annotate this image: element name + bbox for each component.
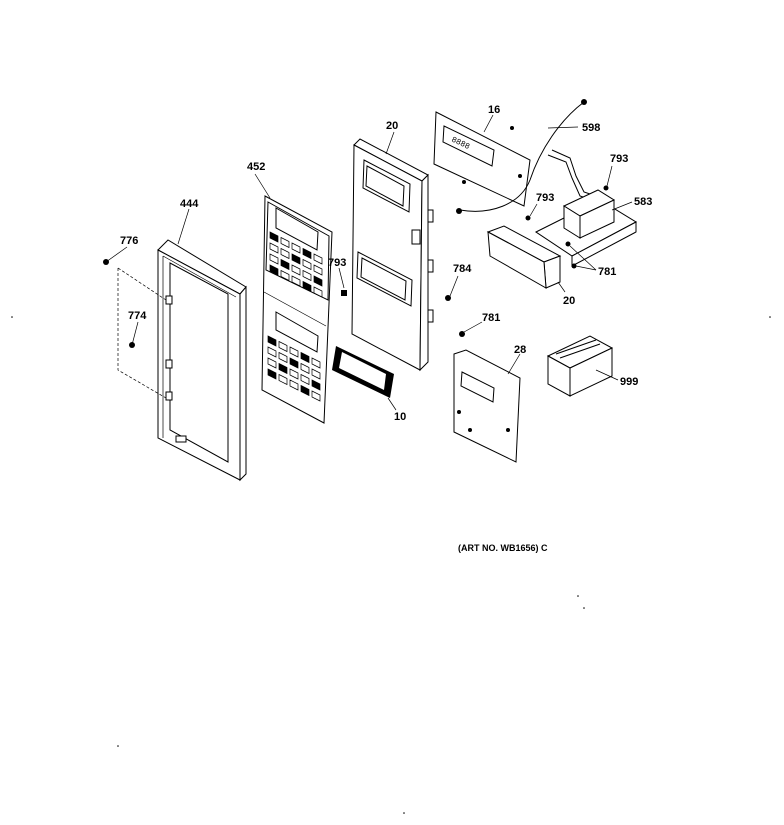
display-board-16: 8888	[433, 111, 531, 207]
keypad-button	[300, 384, 310, 397]
label-999: 999	[620, 376, 638, 388]
keypad-button	[291, 275, 301, 287]
keypad-button	[278, 373, 288, 386]
keypad-button	[311, 390, 321, 402]
relay-board-28	[453, 349, 521, 463]
keypad-button	[300, 362, 310, 375]
keypad-button	[289, 379, 299, 391]
label-793b: 793	[610, 153, 628, 165]
keypad-button	[280, 258, 290, 271]
label-444: 444	[180, 198, 199, 210]
keypad-button	[300, 351, 310, 364]
display-window-10	[332, 346, 397, 411]
keypad-button	[267, 346, 277, 358]
screw-793-top	[603, 165, 613, 191]
keypad-button	[313, 253, 323, 265]
keypad-button	[302, 280, 312, 293]
keypad-button	[291, 264, 301, 276]
keypad-button	[278, 340, 288, 353]
keypad-button	[278, 351, 288, 364]
keypad-button	[289, 346, 299, 358]
keypad-button	[300, 373, 310, 386]
keypad-button	[291, 242, 301, 254]
keypad-button	[267, 357, 277, 369]
keypad-button	[269, 231, 279, 243]
keypad-button	[311, 357, 321, 369]
bracket-20	[486, 225, 566, 293]
label-774: 774	[128, 310, 147, 322]
scan-specks	[11, 316, 771, 814]
keypad-button	[291, 253, 301, 265]
keypad-button	[267, 335, 277, 347]
door-frame-444	[117, 239, 247, 482]
label-776: 776	[120, 235, 138, 247]
keypad-button	[311, 368, 321, 380]
label-781b: 781	[482, 312, 500, 324]
screw-781-right	[565, 241, 597, 271]
keypad-button	[313, 264, 323, 276]
label-28: 28	[514, 344, 526, 356]
keypad-button	[280, 269, 290, 282]
keypad-button	[302, 269, 312, 282]
keypad-button	[313, 286, 323, 298]
keypad-button	[280, 247, 290, 260]
label-793a: 793	[328, 257, 346, 269]
screw-793-left	[338, 267, 347, 296]
art-number: (ART NO. WB1656) C	[458, 543, 548, 553]
label-452: 452	[247, 161, 265, 173]
keypad-lower-buttons	[267, 335, 321, 402]
keypad-button	[269, 242, 279, 254]
keypad-button	[313, 275, 323, 287]
keypad-button	[311, 379, 321, 391]
package-999	[546, 335, 619, 397]
keypad-button	[289, 368, 299, 380]
keypad-button	[302, 258, 312, 271]
keypad-button	[269, 253, 279, 265]
label-16: 16	[488, 104, 500, 116]
power-board-583	[535, 189, 638, 267]
label-781a: 781	[598, 266, 616, 278]
keypad-button	[267, 368, 277, 380]
screw-793-mid	[525, 203, 538, 221]
label-793c: 793	[536, 192, 554, 204]
screw-776	[103, 246, 128, 265]
screw-781-left	[459, 321, 483, 337]
keypad-upper-buttons	[269, 231, 323, 298]
label-598: 598	[582, 122, 600, 134]
screw-774	[129, 321, 139, 348]
keypad-button	[269, 264, 279, 276]
control-housing-20	[351, 131, 434, 372]
keypad-button	[280, 236, 290, 249]
label-20b: 20	[563, 295, 575, 307]
label-784: 784	[453, 263, 472, 275]
ribbon-cable	[547, 149, 597, 201]
wire-harness-598	[456, 99, 587, 214]
screw-784	[445, 275, 459, 301]
label-10: 10	[394, 411, 406, 423]
label-583: 583	[634, 196, 652, 208]
label-20a: 20	[386, 120, 398, 132]
keypad-button	[289, 357, 299, 369]
keypad-button	[302, 247, 312, 260]
keypad-button	[278, 362, 288, 375]
